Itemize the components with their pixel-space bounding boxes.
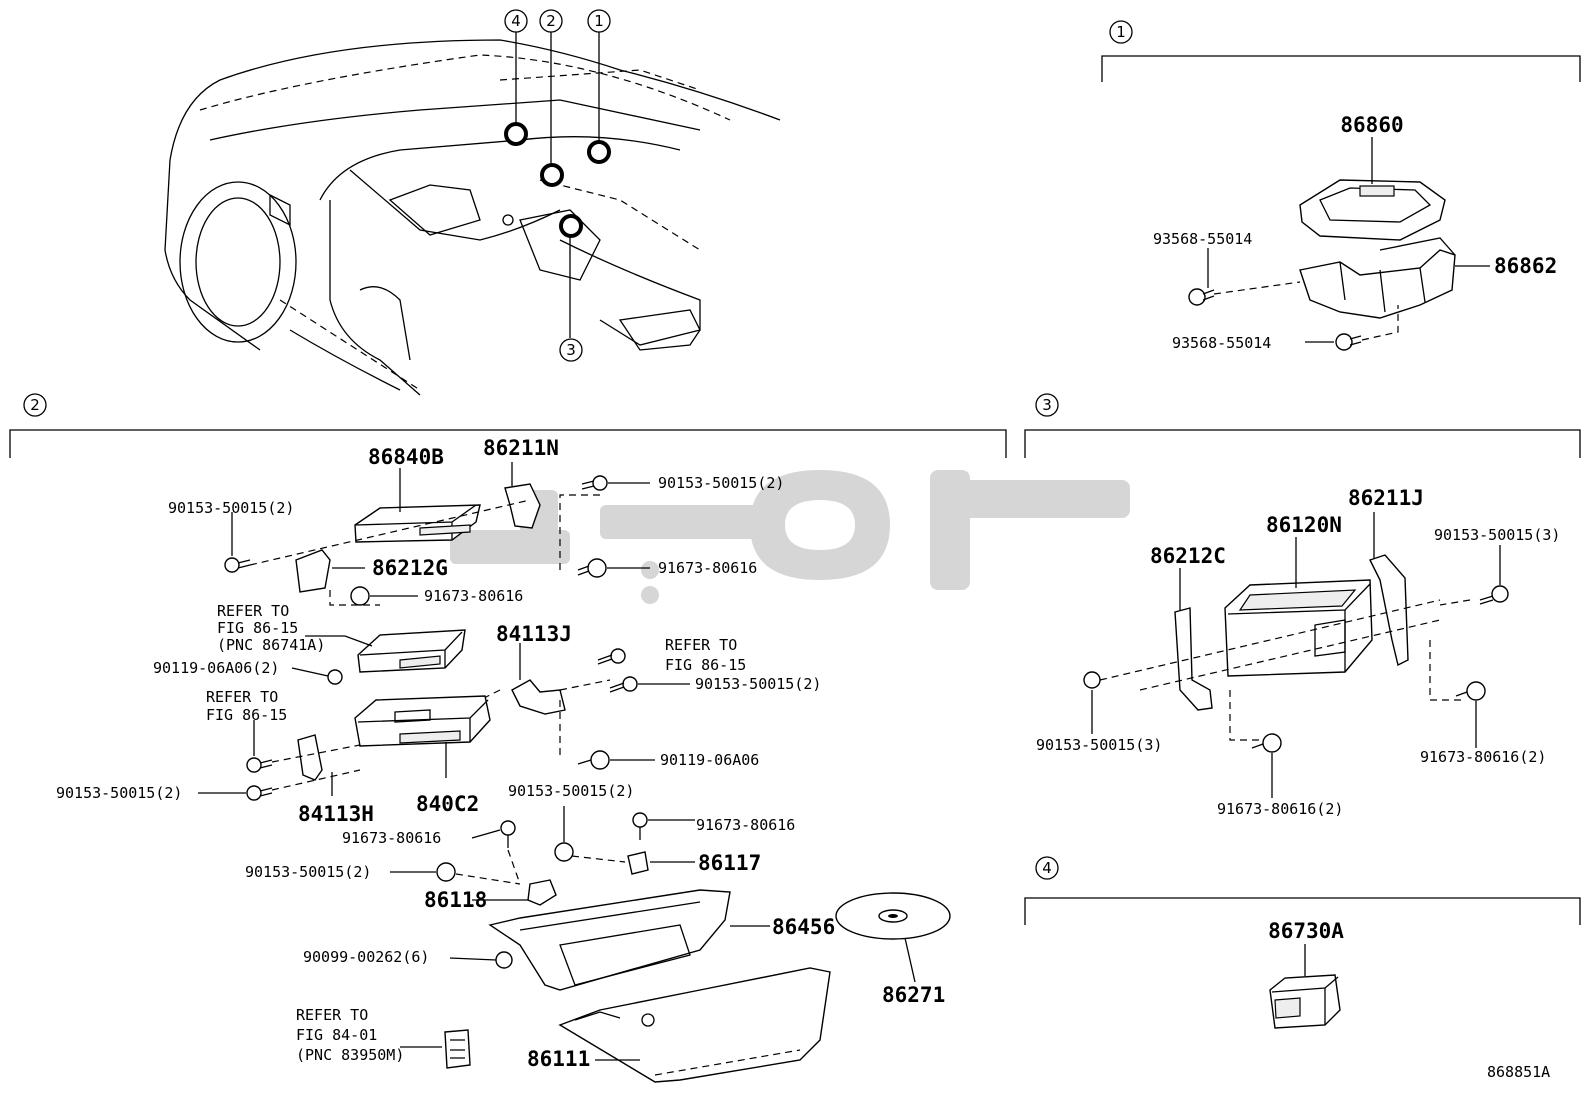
part-86860-label: 86860 bbox=[1340, 113, 1403, 137]
refer-fig-84-01-line2: FIG 84-01 bbox=[296, 1026, 377, 1044]
screw-icon bbox=[632, 812, 648, 840]
part-86211J-label: 86211J bbox=[1348, 486, 1424, 510]
refer-fig-84-01-line1: REFER TO bbox=[296, 1006, 368, 1024]
part-86120N-label: 86120N bbox=[1266, 513, 1342, 537]
part-86862-label: 86862 bbox=[1494, 254, 1557, 278]
screw-icon bbox=[581, 475, 608, 491]
nut-icon bbox=[350, 586, 370, 606]
refer-fig-86-15-line2: FIG 86-15 bbox=[217, 619, 298, 637]
screw-icon bbox=[246, 785, 273, 801]
screw-icon bbox=[1479, 585, 1509, 605]
section-4-number: 4 bbox=[1042, 859, 1052, 877]
part-86118-label: 86118 bbox=[424, 888, 487, 912]
screw-icon bbox=[224, 557, 251, 573]
bolt-90153-50015-bottom-label: 90153-50015(2) bbox=[245, 863, 371, 881]
part-86271-label: 86271 bbox=[882, 983, 945, 1007]
part-86840B-label: 86840B bbox=[368, 445, 444, 469]
refer-fig-86-15-right-line2: FIG 86-15 bbox=[665, 656, 746, 674]
screw-93568-55014-label: 93568-55014 bbox=[1153, 230, 1252, 248]
nut-91673-80616-lower-label: 91673-80616 bbox=[424, 587, 523, 605]
part-84113H-label: 84113H bbox=[298, 802, 374, 826]
screw-icon bbox=[327, 669, 343, 685]
nut-91673-80616-right-label: 91673-80616 bbox=[696, 816, 795, 834]
refer-fig-84-01-line3: (PNC 83950M) bbox=[296, 1046, 404, 1064]
refer-fig-86-15-line1: REFER TO bbox=[217, 602, 289, 620]
part-86212C-label: 86212C bbox=[1150, 544, 1226, 568]
refer-fig-86-15-left-line2: FIG 86-15 bbox=[206, 706, 287, 724]
section-1: 1 86860 86862 93568-55014 93568-55014 bbox=[1101, 20, 1581, 352]
nut-91673-80616-label: 91673-80616 bbox=[658, 559, 757, 577]
section-4: 4 86730A bbox=[1024, 856, 1581, 1029]
section-3: 3 86211J 86212C 86120N 90153-50015(3) 90… bbox=[1024, 393, 1581, 818]
overview-callout-2: 2 bbox=[546, 12, 556, 30]
screw-90119-06A06-label: 90119-06A06(2) bbox=[153, 659, 279, 677]
nut-icon bbox=[554, 842, 574, 862]
part-84113J-label: 84113J bbox=[496, 622, 572, 646]
bolt-90153-50015-center-label: 90153-50015(2) bbox=[508, 782, 634, 800]
bolt-90153-50015-3-right-label: 90153-50015(3) bbox=[1434, 526, 1560, 544]
screw-90119-06A06-right-label: 90119-06A06 bbox=[660, 751, 759, 769]
screw-93568-55014-lower-label: 93568-55014 bbox=[1172, 334, 1271, 352]
nut-91673-80616-left-label: 91673-80616 bbox=[342, 829, 441, 847]
screw-icon bbox=[1335, 333, 1362, 351]
part-86211N-label: 86211N bbox=[483, 436, 559, 460]
bolt-90153-50015-top-label: 90153-50015(2) bbox=[658, 474, 784, 492]
section-3-number: 3 bbox=[1042, 396, 1052, 414]
screw-icon bbox=[246, 757, 273, 773]
screw-icon bbox=[597, 648, 626, 665]
part-86212G-label: 86212G bbox=[372, 556, 448, 580]
nut-icon bbox=[577, 750, 610, 770]
clip-90099-00262-label: 90099-00262(6) bbox=[303, 948, 429, 966]
bolt-90153-50015-label: 90153-50015(2) bbox=[168, 499, 294, 517]
overview-callouts: 4 2 1 3 bbox=[504, 9, 611, 362]
bolt-90153-50015-3-left-label: 90153-50015(3) bbox=[1036, 736, 1162, 754]
overview-callout-4: 4 bbox=[511, 12, 521, 30]
nut-91673-80616-2-bottom-label: 91673-80616(2) bbox=[1217, 800, 1343, 818]
screw-icon bbox=[609, 676, 638, 693]
refer-fig-86-15-line3: (PNC 86741A) bbox=[217, 636, 325, 654]
part-840C2-label: 840C2 bbox=[416, 792, 479, 816]
part-86730A-label: 86730A bbox=[1268, 919, 1344, 943]
nut-icon bbox=[436, 862, 456, 882]
section-2-number: 2 bbox=[30, 396, 40, 414]
nut-icon bbox=[577, 558, 607, 578]
screw-icon bbox=[1188, 288, 1215, 306]
clip-icon bbox=[495, 951, 513, 969]
watermark-logo bbox=[450, 470, 1130, 604]
screw-icon bbox=[1083, 671, 1101, 689]
figure-id: 868851A bbox=[1487, 1063, 1550, 1081]
refer-fig-86-15-right-line1: REFER TO bbox=[665, 636, 737, 654]
part-86111-label: 86111 bbox=[527, 1047, 590, 1071]
section-2: 2 bbox=[9, 393, 1007, 1083]
nut-91673-80616-2-right-label: 91673-80616(2) bbox=[1420, 748, 1546, 766]
part-86456-label: 86456 bbox=[772, 915, 835, 939]
nut-icon bbox=[1251, 733, 1282, 753]
refer-fig-86-15-left-line1: REFER TO bbox=[206, 688, 278, 706]
screw-icon bbox=[500, 820, 516, 848]
overview-callout-3: 3 bbox=[566, 341, 576, 359]
section-1-number: 1 bbox=[1116, 23, 1126, 41]
bolt-90153-50015-mid-label: 90153-50015(2) bbox=[695, 675, 821, 693]
nut-icon bbox=[1455, 681, 1486, 701]
vehicle-overview-illustration bbox=[164, 39, 781, 396]
bolt-90153-50015-left-label: 90153-50015(2) bbox=[56, 784, 182, 802]
part-86117-label: 86117 bbox=[698, 851, 761, 875]
overview-callout-1: 1 bbox=[594, 12, 604, 30]
